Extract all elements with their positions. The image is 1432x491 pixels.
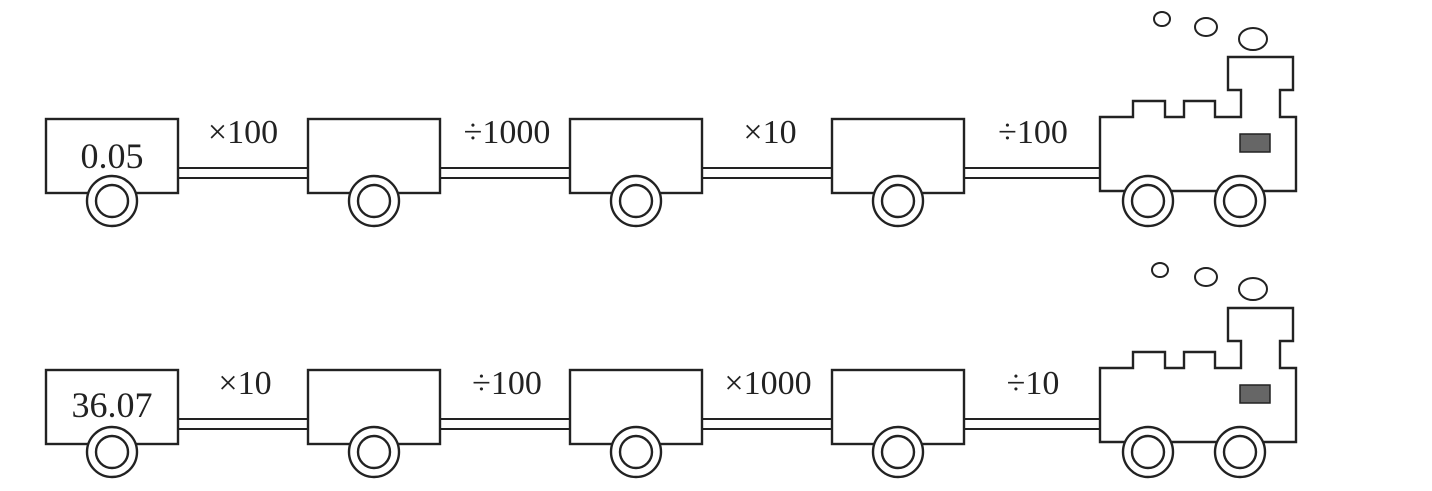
start-car: 0.05 [44, 117, 180, 228]
coupling-4 [964, 167, 1100, 179]
smoke-puff [1194, 17, 1218, 37]
locomotive-window [1239, 384, 1271, 404]
smoke-puff [1238, 277, 1268, 301]
answer-car-3[interactable] [830, 117, 966, 228]
locomotive-window [1239, 133, 1271, 153]
answer-car-1[interactable] [306, 368, 442, 479]
coupling-4 [964, 418, 1100, 430]
start-car: 36.07 [44, 368, 180, 479]
coupling-2 [440, 167, 572, 179]
smoke-puff [1151, 262, 1169, 278]
operation-label-1: ×100 [208, 114, 278, 151]
locomotive [1098, 262, 1298, 479]
answer-car-2[interactable] [568, 368, 704, 479]
coupling-2 [440, 418, 572, 430]
coupling-3 [702, 418, 834, 430]
answer-car-2[interactable] [568, 117, 704, 228]
smoke-puff [1238, 27, 1268, 51]
operation-label-2: ÷1000 [464, 114, 551, 151]
smoke-puff [1153, 11, 1171, 27]
answer-car-3[interactable] [830, 368, 966, 479]
operation-label-3: ×10 [743, 114, 796, 151]
start-value: 0.05 [81, 136, 144, 176]
operation-label-3: ×1000 [724, 365, 811, 402]
coupling-3 [702, 167, 834, 179]
train-1: 0.05 [44, 11, 1298, 228]
operation-label-1: ×10 [218, 365, 271, 402]
train-2: 36.07 [44, 262, 1298, 479]
smoke-puff [1194, 267, 1218, 287]
start-value: 36.07 [72, 385, 153, 425]
answer-car-1[interactable] [306, 117, 442, 228]
operation-label-4: ÷10 [1007, 365, 1060, 402]
operation-label-2: ÷100 [472, 365, 542, 402]
coupling-1 [178, 167, 310, 179]
operation-label-4: ÷100 [998, 114, 1068, 151]
coupling-1 [178, 418, 310, 430]
locomotive [1098, 11, 1298, 228]
